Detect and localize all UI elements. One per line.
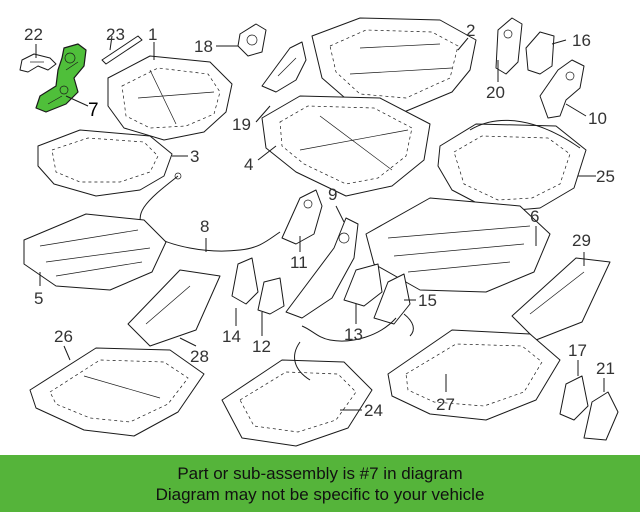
callout-7: 7 [88, 100, 99, 121]
callout-labels: 22 23 7 1 18 19 2 20 16 10 3 4 25 8 5 11… [24, 21, 615, 420]
part-22-bracket[interactable] [19, 53, 57, 73]
part-16-trim[interactable] [525, 31, 555, 75]
callout-22: 22 [24, 25, 43, 44]
callout-9: 9 [328, 185, 337, 204]
callout-23: 23 [106, 25, 125, 44]
callout-2: 2 [466, 21, 475, 40]
part-12-trim[interactable] [257, 277, 285, 315]
callout-18: 18 [194, 37, 213, 56]
parts-diagram: 22 23 7 1 18 19 2 20 16 10 3 4 25 8 5 11… [19, 17, 619, 447]
callout-21: 21 [596, 359, 615, 378]
part-17-trim[interactable] [559, 375, 589, 421]
part-11-bracket[interactable] [281, 189, 323, 245]
callout-15: 15 [418, 291, 437, 310]
part-21-trim[interactable] [583, 391, 619, 441]
callout-13: 13 [344, 325, 363, 344]
part-26-track[interactable] [29, 347, 205, 437]
part-24-track[interactable] [221, 341, 373, 447]
part-10-recliner[interactable] [539, 59, 585, 119]
part-25-track[interactable] [437, 119, 587, 213]
callout-11: 11 [290, 253, 308, 272]
callout-10: 10 [588, 109, 607, 128]
callout-29: 29 [572, 231, 591, 250]
callout-3: 3 [190, 147, 199, 166]
callout-20: 20 [486, 83, 505, 102]
part-2-seat-back[interactable] [311, 17, 477, 113]
info-banner: Part or sub-assembly is #7 in diagram Di… [0, 455, 640, 512]
part-15-lever[interactable] [301, 273, 414, 342]
part-9-frame-side[interactable] [285, 217, 359, 319]
callout-1: 1 [148, 25, 157, 44]
callout-12: 12 [252, 337, 271, 356]
part-7-recliner[interactable] [35, 43, 87, 113]
callout-5: 5 [34, 289, 43, 308]
part-27-track[interactable] [387, 329, 561, 421]
part-19-cover[interactable] [261, 41, 307, 93]
part-28-cover[interactable] [127, 269, 221, 347]
leader-lines [35, 35, 605, 411]
part-5-lower-frame[interactable] [23, 213, 167, 291]
callout-24: 24 [364, 401, 383, 420]
part-13-bracket[interactable] [343, 263, 383, 307]
part-18-cover[interactable] [237, 23, 267, 57]
callout-17: 17 [568, 341, 587, 360]
part-6-seat-base[interactable] [365, 197, 551, 293]
banner-line-2: Diagram may not be specific to your vehi… [155, 484, 485, 504]
callout-8: 8 [200, 217, 209, 236]
part-4-frame[interactable] [261, 95, 431, 197]
callout-6: 6 [530, 207, 539, 226]
callout-19: 19 [232, 115, 251, 134]
callout-26: 26 [54, 327, 73, 346]
banner-line-1: Part or sub-assembly is #7 in diagram [177, 463, 463, 483]
callout-27: 27 [436, 395, 455, 414]
callout-28: 28 [190, 347, 209, 366]
part-8-cable[interactable] [139, 172, 281, 252]
callout-25: 25 [596, 167, 615, 186]
part-3-frame[interactable] [37, 129, 173, 197]
part-14-trim[interactable] [231, 257, 259, 305]
callout-14: 14 [222, 327, 241, 346]
callout-4: 4 [244, 155, 253, 174]
part-23-rod[interactable] [101, 35, 143, 65]
part-20-hinge[interactable] [495, 17, 523, 75]
part-1-seat-cushion[interactable] [107, 55, 233, 141]
callout-16: 16 [572, 31, 591, 50]
